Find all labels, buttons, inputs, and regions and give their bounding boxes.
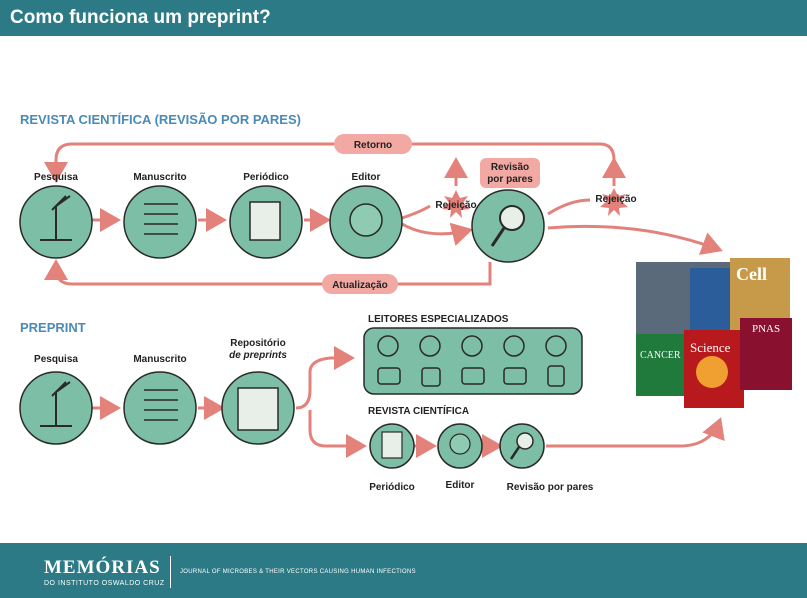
rejection-burst-2 [600, 188, 628, 216]
readers-panel [363, 327, 583, 395]
label-rejection-2: Rejeição [595, 194, 636, 205]
arrow-repo-journal [308, 410, 367, 458]
microscope-icon-2 [40, 381, 72, 427]
update-arrow [44, 259, 492, 286]
arrow-repo-readers [295, 346, 355, 410]
node-manuscrito [123, 185, 197, 259]
label-rejection-1: Rejeição [435, 200, 476, 211]
footer-logo-main: MEMÓRIAS [44, 557, 161, 578]
label-periodico: Periódico [243, 172, 289, 183]
update-pill [322, 274, 398, 294]
arrow-review-covers [547, 224, 723, 255]
journal-section-label: REVISTA CIENTÍFICA (REVISÃO POR PARES) [20, 112, 301, 127]
label-manuscrito: Manuscrito [133, 172, 186, 183]
node-pre-manuscrito [123, 371, 197, 445]
node-revisao [471, 189, 545, 263]
cover-science-title: Science [690, 340, 731, 355]
node-pesquisa [19, 185, 93, 259]
label-pre-manuscrito: Manuscrito [133, 354, 186, 365]
magnifier-icon [499, 205, 525, 231]
node-editor [329, 185, 403, 259]
cover-pnas-title: PNAS [752, 323, 780, 335]
node-repositorio [221, 371, 295, 445]
label-pesquisa: Pesquisa [34, 172, 78, 183]
review-pill [480, 158, 540, 188]
label-pj-revisao: Revisão por pares [507, 482, 594, 493]
review-label-1: Revisão [491, 162, 529, 173]
cover-cancer [636, 334, 690, 396]
arrow-pj-review-covers [546, 417, 725, 448]
cover-science-art [696, 356, 728, 388]
review-label-2: por pares [487, 174, 533, 185]
header-bar: Como funciona um preprint? [0, 0, 807, 36]
journal-icon-2 [381, 431, 403, 459]
preprint-section-label: PREPRINT [20, 320, 86, 335]
repository-icon [237, 387, 279, 431]
update-label: Atualização [332, 280, 388, 291]
page-title: Como funciona um preprint? [10, 7, 271, 28]
node-pre-pesquisa [19, 371, 93, 445]
footer-logo-sub: DO INSTITUTO OSWALDO CRUZ [44, 580, 165, 587]
node-pj-editor [437, 423, 483, 469]
arrow-editor-review [401, 222, 473, 247]
manuscript-icon-2 [144, 389, 178, 421]
preprint-diagram: REVISTA CIENTÍFICA (REVISÃO POR PARES) P… [19, 112, 792, 493]
node-periodico [229, 185, 303, 259]
rejection-burst-1 [442, 190, 470, 218]
label-pre-pesquisa: Pesquisa [34, 354, 78, 365]
microscope-icon [40, 195, 72, 241]
arrow-editor-rejection [401, 204, 431, 220]
editor-face-icon [349, 203, 383, 237]
label-editor: Editor [352, 172, 381, 183]
readers-label: LEITORES ESPECIALIZADOS [368, 314, 509, 325]
magnifier-icon-2 [516, 432, 534, 450]
label-pj-periodico: Periódico [369, 482, 415, 493]
footer-tagline: JOURNAL OF MICROBES & THEIR VECTORS CAUS… [180, 569, 416, 575]
return-arrow [44, 142, 410, 183]
label-repo-1: Repositório [230, 338, 286, 349]
label-pj-editor: Editor [446, 480, 475, 491]
arrow-review-rejection [547, 198, 591, 216]
editor-face-icon-2 [449, 433, 471, 455]
footer-divider [170, 556, 171, 588]
journal-covers: Cell CANCER Science PNAS [636, 258, 792, 408]
label-repo-2: de preprints [229, 350, 287, 361]
footer-bar [0, 543, 807, 598]
return-pill [334, 134, 412, 154]
node-pj-revisao [499, 423, 545, 469]
return-label: Retorno [354, 140, 392, 151]
node-pj-periodico [369, 423, 415, 469]
cover-cell-title: Cell [736, 264, 767, 284]
reader-faces [377, 335, 567, 387]
pj-label: REVISTA CIENTÍFICA [368, 404, 469, 417]
cover-2 [690, 268, 736, 330]
manuscript-icon [144, 203, 178, 235]
cover-cancer-title: CANCER [640, 350, 681, 361]
cover-pnas [740, 318, 792, 390]
journal-icon [249, 201, 281, 241]
